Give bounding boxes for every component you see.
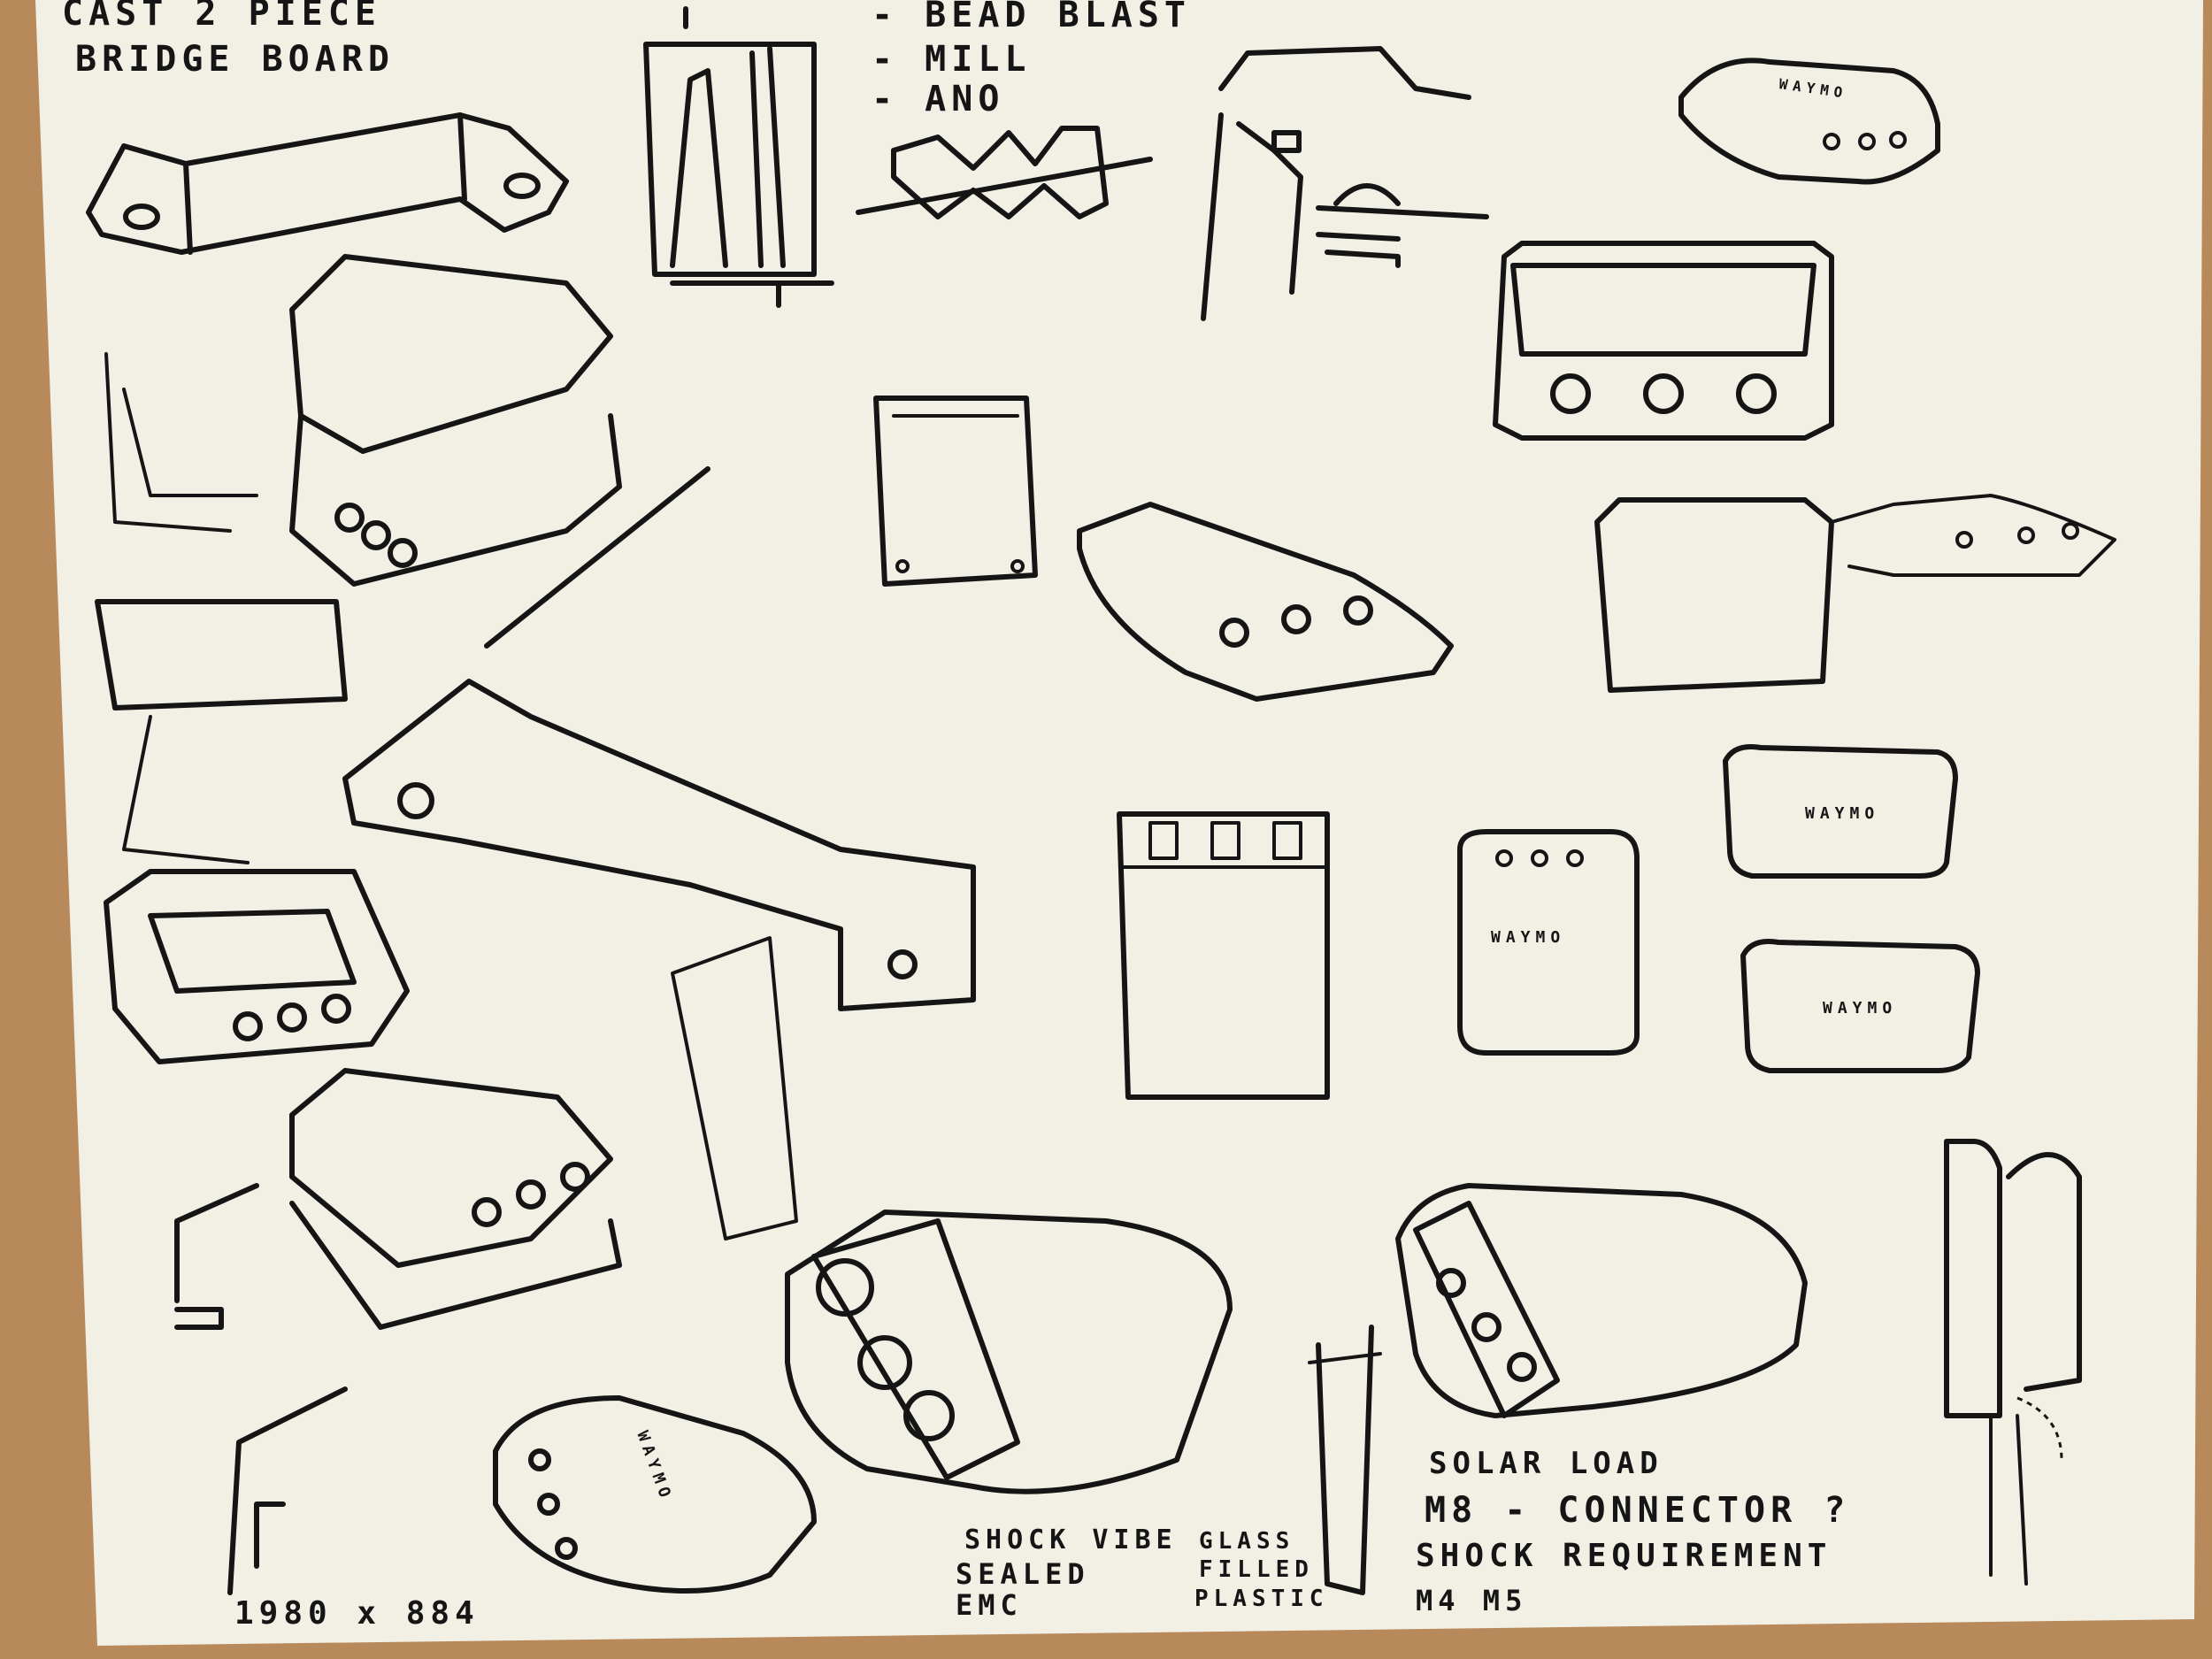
waymo-box-right-2: WAYMO: [1740, 939, 1980, 1073]
profile-sketch-left: [174, 1183, 348, 1595]
mount-section-sketch: [1201, 46, 1489, 321]
section-view-sketch: [643, 6, 834, 308]
note-glass: GLASS: [1199, 1528, 1294, 1555]
connector-cable-sketch: [1944, 1139, 2082, 1586]
brand-label: WAYMO: [1823, 999, 1897, 1018]
arm-bracket-sketch: [342, 466, 976, 1011]
note-m8-connector: M8 - CONNECTOR ?: [1425, 1490, 1850, 1531]
note-bead-blast: - BEAD BLAST: [872, 0, 1191, 35]
note-plastic: PLASTIC: [1194, 1586, 1329, 1612]
note-bridge-board: BRIDGE BOARD: [75, 39, 395, 80]
tray-cross-section-sketch: [95, 599, 348, 864]
note-filled: FILLED: [1199, 1556, 1314, 1583]
open-tray-sketch: [1493, 241, 1834, 441]
note-ano: - ANO: [872, 79, 1004, 119]
w-logo-sketch: [856, 126, 1153, 219]
profile-sketch-bottom: [1308, 1325, 1382, 1595]
note-sealed: SEALED: [956, 1557, 1090, 1591]
waymo-box-right-1: WAYMO: [1723, 744, 1958, 879]
tall-box-sketch-1: [873, 396, 1038, 587]
enclosure-lid-sketch: [289, 1068, 622, 1330]
note-cast-two-piece: CAST 2 PIECE: [62, 0, 381, 34]
note-mill: - MILL: [872, 39, 1032, 80]
note-emc: EMC: [956, 1588, 1023, 1622]
waymo-pod-center: [1077, 502, 1454, 702]
waymo-box-center-right: WAYMO: [1457, 829, 1640, 1056]
waymo-pod-bottom-right: [1395, 1183, 1808, 1418]
bridge-bracket-sketch: [86, 112, 569, 255]
brand-label: WAYMO: [1805, 804, 1879, 823]
note-m4-m5: M4 M5: [1416, 1584, 1527, 1617]
bracket-tray-right: [1594, 494, 2116, 693]
note-dimensions: 1980 x 884: [234, 1595, 480, 1632]
note-shock-vibe: SHOCK VIBE: [964, 1525, 1178, 1555]
waymo-pod-bottom-center: [671, 936, 1233, 1494]
lid-and-tray-sketch: [104, 254, 622, 587]
note-solar-load: SOLAR LOAD: [1429, 1446, 1663, 1481]
bezel-frame-sketch: [104, 869, 410, 1064]
brand-label: WAYMO: [1491, 928, 1565, 947]
tall-box-sketch-2: [1117, 811, 1330, 1100]
note-shock-requirement: SHOCK REQUIREMENT: [1416, 1538, 1832, 1574]
